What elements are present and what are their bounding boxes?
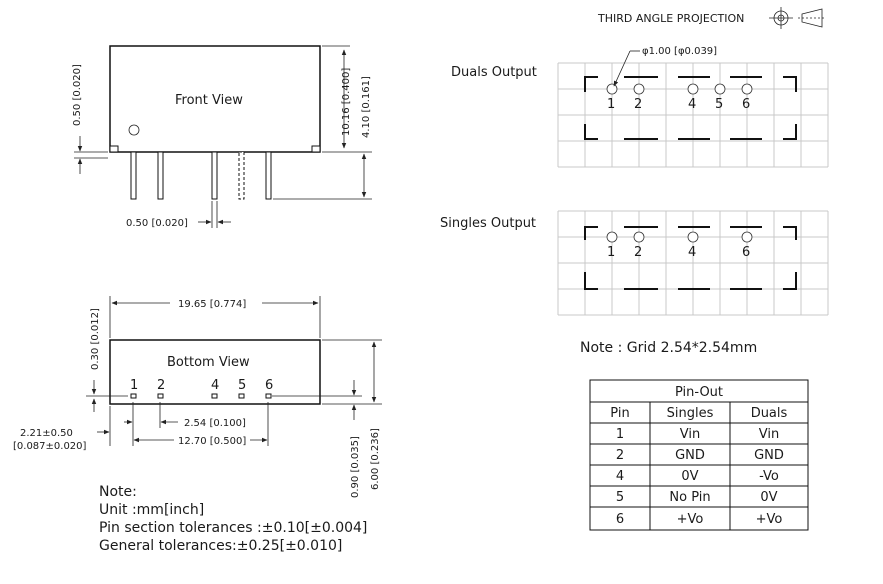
front-view-title: Front View xyxy=(175,93,243,108)
pinout-header: Singles xyxy=(667,406,714,421)
duals-output: Duals Output xyxy=(451,46,829,168)
singles-pin-label: 4 xyxy=(688,245,696,260)
duals-pin-label: 5 xyxy=(715,97,723,112)
bottom-view-dim-pin-row: 0.90 [0.035] xyxy=(350,436,361,498)
pinout-cell: 0V xyxy=(681,469,698,484)
notes-heading: Note: xyxy=(99,484,137,500)
pinout-cell: Vin xyxy=(759,427,779,442)
pinout-table: Pin-Out Pin Singles Duals 1 Vin Vin 2 GN… xyxy=(589,379,809,531)
pinout-cell: +Vo xyxy=(756,512,783,527)
bottom-pin-label: 4 xyxy=(211,378,219,393)
pinout-cell: No Pin xyxy=(669,490,710,505)
front-view-notch-left xyxy=(109,145,119,153)
bottom-view: 19.65 [0.774] Bottom View 1 2 4 5 6 0.30… xyxy=(13,296,382,498)
bottom-pin-label: 6 xyxy=(265,378,273,393)
singles-pin-label: 1 xyxy=(607,245,615,260)
grid-note: Note : Grid 2.54*2.54mm xyxy=(580,340,757,356)
bottom-view-dim-offset-1: 2.21±0.50 xyxy=(20,428,73,439)
duals-pin-label: 6 xyxy=(742,97,750,112)
pinout-cell: Vin xyxy=(680,427,700,442)
duals-outline xyxy=(584,76,797,140)
bottom-view-dim-span: 12.70 [0.500] xyxy=(178,436,246,447)
pinout-cell: 0V xyxy=(760,490,777,505)
front-view-dim-pin-width: 0.50 [0.020] xyxy=(126,218,188,229)
front-view: Front View 0.50 [0.020] 10.16 [0.400] 4.… xyxy=(72,45,372,229)
pin1-marker xyxy=(128,124,140,136)
pinout-cell: +Vo xyxy=(677,512,704,527)
pinout-cell: GND xyxy=(675,448,705,463)
front-view-pins xyxy=(130,151,272,200)
singles-holes xyxy=(606,231,753,243)
bottom-view-body xyxy=(109,339,321,405)
front-view-dim-top: 0.50 [0.020] xyxy=(72,64,83,126)
singles-pin-label: 6 xyxy=(742,245,750,260)
pinout-header: Pin xyxy=(610,406,629,421)
pinout-cell: 4 xyxy=(616,469,624,484)
pinout-title: Pin-Out xyxy=(675,385,723,400)
duals-output-label: Duals Output xyxy=(451,65,537,80)
bottom-pin-label: 2 xyxy=(157,378,165,393)
pinout-cell: GND xyxy=(754,448,784,463)
notes-line: Pin section tolerances :±0.10[±0.004] xyxy=(99,520,367,536)
notes-line: Unit :mm[inch] xyxy=(99,502,204,518)
bottom-view-dim-offset-2: [0.087±0.020] xyxy=(13,441,87,452)
projection-icon xyxy=(769,7,826,29)
front-view-notch-right xyxy=(311,145,321,153)
pinout-cell: -Vo xyxy=(759,469,779,484)
pinout-cell: 6 xyxy=(616,512,624,527)
pinout-cell: 5 xyxy=(616,490,624,505)
singles-outline xyxy=(584,226,797,290)
bottom-pin-label: 1 xyxy=(130,378,138,393)
bottom-view-dim-depth: 6.00 [0.236] xyxy=(370,428,381,490)
projection-symbol: THIRD ANGLE PROJECTION xyxy=(597,7,826,29)
duals-pin-label: 1 xyxy=(607,97,615,112)
pinout-header: Duals xyxy=(751,406,788,421)
front-view-dim-height: 10.16 [0.400] xyxy=(341,68,352,136)
bottom-view-title: Bottom View xyxy=(167,355,250,370)
front-view-body xyxy=(109,45,321,153)
bottom-view-dim-width: 19.65 [0.774] xyxy=(178,299,246,310)
singles-output: Singles Output xyxy=(440,210,829,316)
front-view-dim-pin-length: 4.10 [0.161] xyxy=(361,76,372,138)
duals-pin-label: 4 xyxy=(688,97,696,112)
bottom-view-dim-pitch: 2.54 [0.100] xyxy=(184,418,246,429)
notes-line: General tolerances:±0.25[±0.010] xyxy=(99,538,342,554)
bottom-view-pins xyxy=(130,393,272,399)
bottom-pin-label: 5 xyxy=(238,378,246,393)
hole-size-label: φ1.00 [φ0.039] xyxy=(642,46,717,57)
pinout-cell: 2 xyxy=(616,448,624,463)
singles-pin-label: 2 xyxy=(634,245,642,260)
projection-label: THIRD ANGLE PROJECTION xyxy=(597,12,744,25)
singles-output-label: Singles Output xyxy=(440,216,536,231)
pinout-cell: 1 xyxy=(616,427,624,442)
duals-pin-label: 2 xyxy=(634,97,642,112)
notes: Note: Unit :mm[inch] Pin section toleran… xyxy=(99,484,367,554)
bottom-view-dim-left: 0.30 [0.012] xyxy=(90,308,101,370)
duals-grid xyxy=(557,62,829,168)
